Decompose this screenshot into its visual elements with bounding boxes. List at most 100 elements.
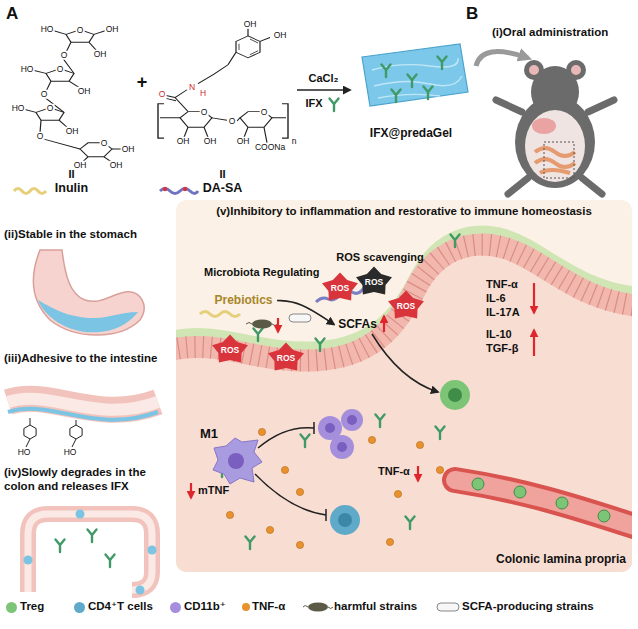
antibody-icon: [330, 99, 339, 112]
tnf-dot: [386, 538, 393, 545]
pathway-arrow: [372, 334, 438, 392]
ros-label: ROS: [277, 353, 295, 363]
colon-illustration: [28, 514, 152, 592]
antibody-icon: [254, 329, 263, 342]
process-label: SCFAs: [336, 316, 379, 333]
colon-illustration: [24, 510, 157, 595]
pathway-arrow: [258, 422, 314, 448]
atom-label: OH: [73, 161, 88, 170]
red-arrow: [191, 283, 534, 498]
atom-label: O: [36, 132, 45, 141]
atom-label: HO: [40, 25, 55, 34]
tnf-dot: [436, 466, 443, 473]
atom-label: O: [200, 107, 209, 116]
legend-swatch: [74, 602, 85, 613]
immune-cells: [228, 453, 244, 469]
hydrogel-block: [438, 57, 447, 70]
mouse-illustration: [532, 118, 556, 134]
legend-icon: [303, 606, 333, 609]
mouse-illustration: [525, 110, 585, 182]
mechanism-label: ROS scavenging: [336, 251, 423, 264]
atom-label: H: [199, 89, 207, 98]
atom-label: O: [260, 107, 269, 116]
atom-label: O: [40, 90, 49, 99]
structure-panel: IIDA-SA: [150, 18, 295, 198]
chemical-structure: [24, 28, 288, 161]
legend-text: TNF-α: [252, 600, 285, 614]
colon-tissue: [176, 245, 632, 572]
hydrogel-panel: IFX@predaGel: [352, 38, 470, 142]
atom-label: OH: [93, 50, 108, 59]
antibody-icon: [406, 517, 415, 530]
antibody-icon: [316, 339, 325, 352]
marker-text: II: [219, 168, 225, 181]
plus-sign: +: [137, 72, 148, 94]
bacteria-icon: [252, 320, 272, 329]
region-label: Colonic lamina propria: [496, 552, 626, 566]
atom-label: HO: [17, 448, 32, 457]
red-arrow: [190, 483, 192, 498]
ros-burst: [212, 335, 248, 363]
atom-label: OH: [176, 137, 191, 146]
edge-label: CaCl₂: [309, 72, 339, 85]
ros-burst: [212, 267, 424, 371]
flow-arrow: [277, 301, 334, 325]
red-arrow: [533, 330, 535, 356]
red-arrow: [417, 466, 419, 481]
bacteria-icon: [200, 312, 311, 329]
atom-label: OH: [77, 86, 92, 95]
hydrogel-block: [424, 87, 433, 100]
colon-tissue: [556, 497, 568, 509]
intestine-illustration: [70, 425, 82, 439]
tnf-dot: [416, 441, 423, 448]
legend-item: CD11b⁺: [170, 600, 226, 614]
antibody-icon: [246, 537, 255, 550]
stomach-illustration: [33, 250, 144, 335]
hydrogel-block: [362, 44, 468, 106]
intestine-illustration: [72, 420, 76, 447]
immune-cells: [341, 409, 363, 431]
intestine-illustration: [24, 425, 36, 439]
legend-text: SCFA-producing strains: [462, 600, 594, 614]
colon-tissue: [176, 245, 632, 361]
tnf-dot: [281, 466, 288, 473]
polymer-symbol: [14, 189, 46, 194]
red-arrow: [277, 318, 279, 332]
mouse-illustration: [529, 65, 539, 75]
colon-tissue: [472, 478, 484, 490]
colon-tissue: [170, 200, 638, 580]
bacteria-icon: [200, 312, 240, 317]
atom-label: HO: [11, 103, 26, 112]
atom-label: OH: [109, 160, 124, 169]
step-label: (iii)Adhesive to the intestine: [4, 352, 176, 366]
hydrogel-block: [382, 65, 391, 78]
atom-label: OH: [203, 137, 218, 146]
colon-tissue: [176, 245, 632, 361]
legend-icon: [437, 603, 459, 611]
antibody-icon: [330, 99, 339, 112]
legend-item: Treg: [6, 600, 44, 614]
immune-cells: [337, 442, 347, 452]
colon-tissue: [514, 486, 526, 498]
atom-label: OH: [273, 31, 288, 40]
antibody-icon: [218, 235, 460, 550]
material-name: DA-SA: [203, 181, 243, 196]
step-label: (iv)Slowly degrades in the colon and rel…: [4, 466, 176, 494]
atom-label: n: [291, 137, 298, 146]
hydrogel-block: [392, 90, 401, 103]
atom-label: O: [158, 90, 167, 99]
flow-arrow: [297, 89, 350, 91]
antibody-label: IFX: [305, 97, 322, 110]
ros-label: ROS: [397, 301, 415, 311]
cytokine-label: TNF-α: [378, 465, 410, 478]
legend-swatch: [170, 602, 181, 613]
ros-burst: [268, 343, 304, 371]
immune-cells: [347, 415, 357, 425]
mouse-illustration: [476, 52, 614, 194]
intestine-illustration: [8, 399, 158, 447]
chemical-structure: [158, 104, 288, 138]
colon-illustration: [28, 514, 152, 592]
tnf-dot: [266, 526, 273, 533]
atom-label: O: [228, 117, 237, 126]
